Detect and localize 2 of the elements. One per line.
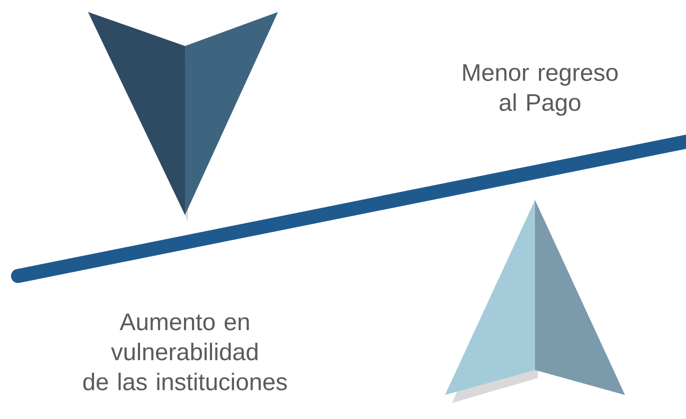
- caption-text: Menor regreso al Pago: [463, 64, 618, 116]
- caption-text: Aumento en vulnerabilidad de las instituciones: [83, 314, 287, 390]
